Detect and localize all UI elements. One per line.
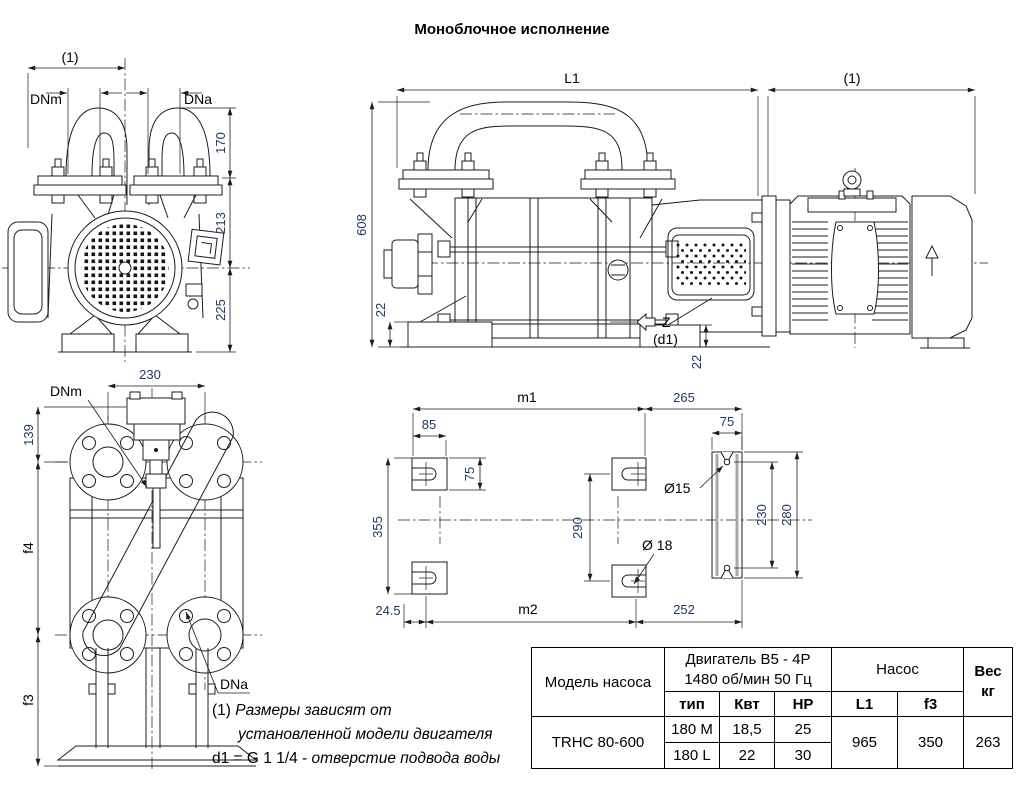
pump-foot-bottom [411,561,448,595]
dim-side-1: (1) [843,70,860,86]
cell-weight: 263 [963,716,1013,769]
dnm-label-top: DNm [50,383,82,399]
side-view: Z (d1) L1 (1) 608 22 22 [354,70,988,369]
table-row: TRHC 80-600 180 M 18,5 25 965 350 263 [531,716,1013,769]
col-header-kw: Квт [719,691,775,717]
cell-kw-1: 18,5 [719,716,775,743]
dim-355: 355 [370,516,385,538]
col-header-type: тип [664,691,720,717]
col-header-motor: Двигатель B5 - 4P 1480 об/мин 50 Гц [664,647,832,692]
dim-75-right: 75 [720,414,734,429]
top-view: 230 DNm 139 f4 f3 DNa [20,367,262,772]
motor-foot-bottom [611,564,647,598]
spec-table: Модель насоса Двигатель B5 - 4P 1480 об/… [531,647,1013,769]
flange-bottom-right [166,596,244,674]
dim-225: 225 [213,299,228,321]
dim-139: 139 [21,424,36,446]
front-view: (1) DNm DNa 170 213 225 [2,49,250,362]
mounting-plan: m1 265 85 75 75 355 290 Ø15 Ø 18 [370,389,812,628]
dim-24-5: 24.5 [375,603,400,618]
cell-model: TRHC 80-600 [531,716,665,769]
dim-m2: m2 [518,601,538,617]
z-port-label: Z [662,314,671,330]
dim-22-left: 22 [373,303,388,317]
cell-f3: 350 [897,716,964,769]
dna-label-front: DNa [184,91,212,107]
footnote-line2: установленной модели двигателя [238,726,493,743]
cell-hp-1: 25 [774,716,832,743]
dim-280: 280 [779,504,794,526]
pump-foot-top [411,457,448,491]
dim-170: 170 [213,132,228,154]
col-header-f3: f3 [897,691,964,717]
col-header-pump: Насос [831,647,964,692]
dim-front-1: (1) [61,49,78,65]
cell-type-2: 180 L [664,742,720,769]
cell-type-1: 180 M [664,716,720,743]
dim-l1: L1 [564,70,580,86]
dim-230-plate: 230 [754,504,769,526]
page-title: Моноблочное исполнение [414,21,610,38]
dim-m1: m1 [517,389,537,405]
dim-75-left: 75 [462,467,477,481]
dim-265: 265 [673,390,695,405]
footnote-line3: d1 = G 1 1/4 - отверстие подвода воды [212,750,501,767]
dim-dia18: Ø 18 [642,537,673,553]
flange-bottom-left [69,596,147,674]
dim-608: 608 [354,214,369,236]
dim-f4: f4 [20,542,36,554]
cell-kw-2: 22 [719,742,775,769]
flange-top-right [166,423,244,501]
cell-l1: 965 [831,716,898,769]
dim-22-right: 22 [689,355,704,369]
footnote-ref: (1) [212,702,231,719]
cell-hp-2: 30 [774,742,832,769]
flange-top-left [69,423,147,501]
dim-230-top: 230 [139,367,161,382]
dim-252: 252 [673,602,695,617]
motor-foot-plate [711,451,743,579]
col-header-hp: HP [774,691,832,717]
motor-fins [792,221,908,321]
dna-label-top: DNa [220,676,248,692]
dim-dia15: Ø15 [664,480,691,496]
footnote: (1) Размеры зависят от установленной мод… [212,699,500,771]
col-header-model: Модель насоса [531,647,665,717]
dnm-label-front: DNm [30,91,62,107]
dim-85: 85 [422,417,436,432]
motor-foot-top [611,457,647,491]
dim-f3: f3 [20,694,36,706]
col-header-weight: Вес кг [963,647,1013,717]
footnote-line1: (1) Размеры зависят от [212,702,392,719]
dim-213: 213 [213,212,228,234]
d1-port-label: (d1) [653,331,678,347]
table-row: 180 L 22 30 [532,742,1013,769]
col-header-l1: L1 [831,691,898,717]
dim-290: 290 [570,517,585,539]
